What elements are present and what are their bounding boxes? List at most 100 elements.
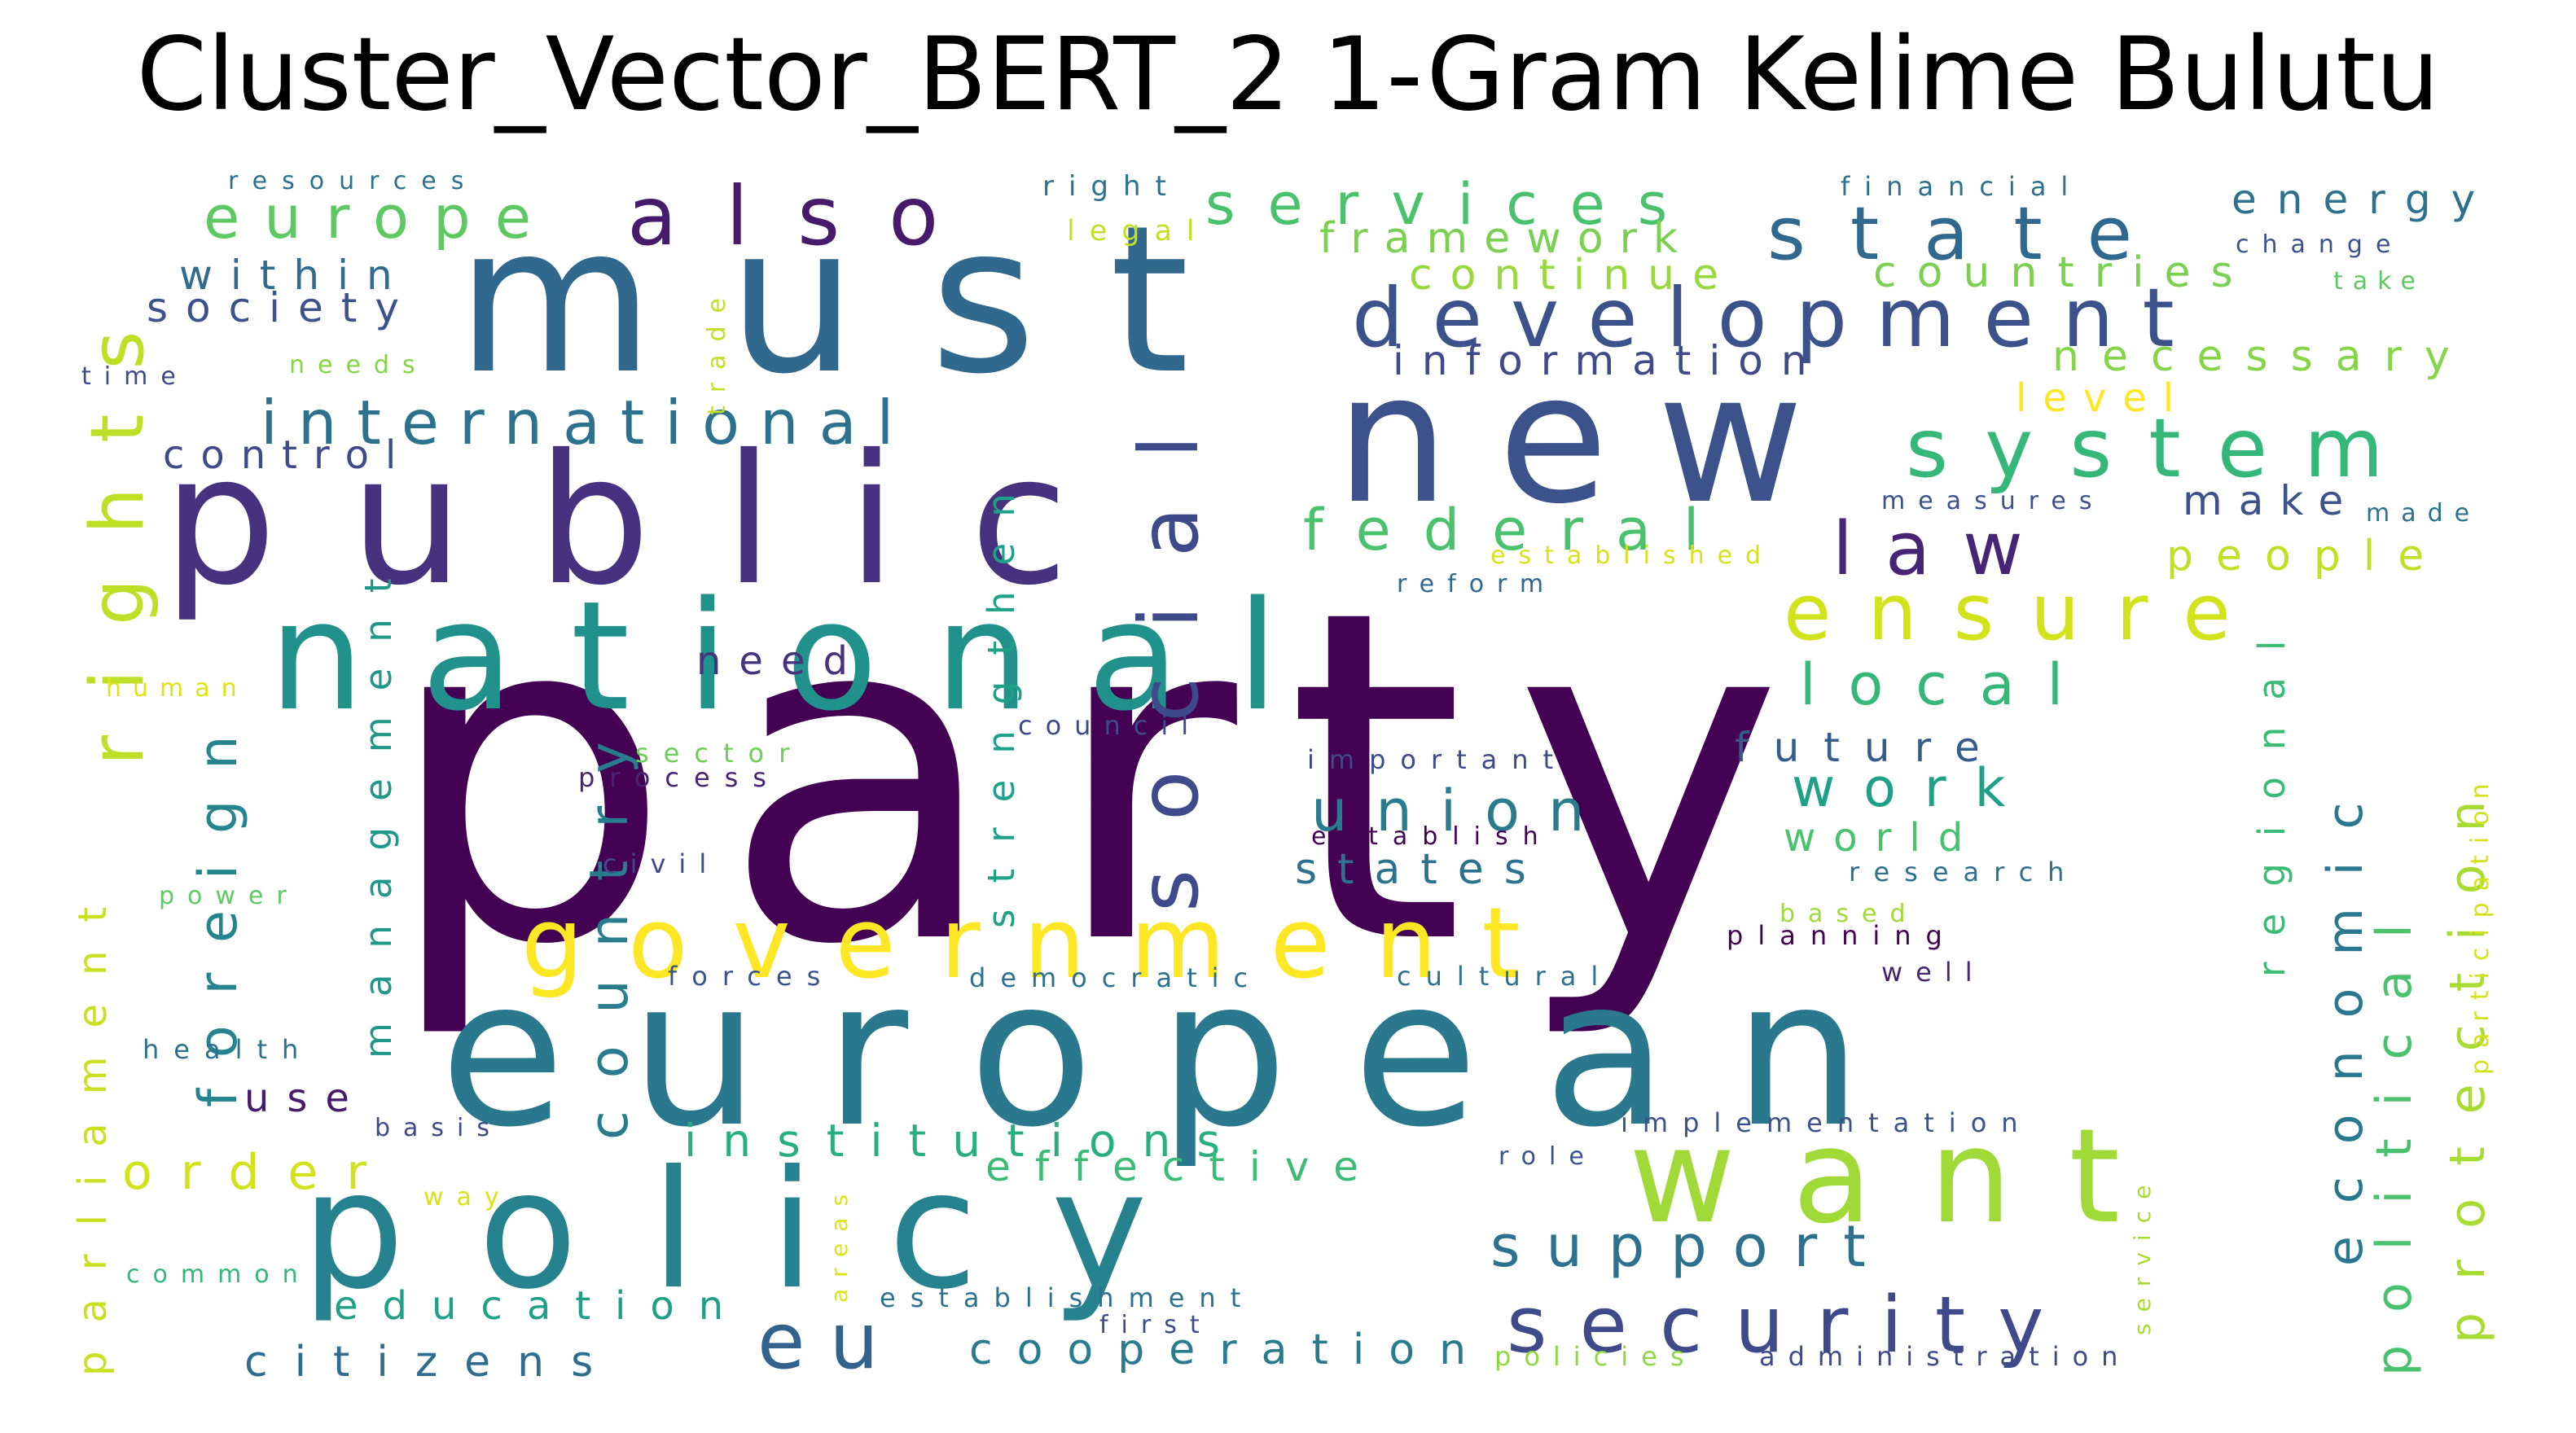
word-research: research (1849, 857, 2078, 887)
word-way: way (423, 1183, 512, 1212)
word-change: change (2236, 230, 2403, 259)
word-country: country (579, 709, 640, 1140)
word-power: power (159, 882, 300, 910)
word-society: society (147, 284, 417, 331)
word-based: based (1780, 900, 1919, 928)
word-role: role (1499, 1142, 1597, 1171)
word-human: human (106, 674, 248, 703)
word-government: government (521, 887, 1565, 1001)
word-support: support (1490, 1213, 1892, 1280)
word-level: level (2016, 375, 2190, 421)
word-europe: europe (204, 183, 555, 252)
word-management: management (357, 553, 400, 1058)
word-cultural: cultural (1397, 961, 1613, 992)
word-foreign: foreign (188, 705, 249, 1107)
word-time: time (81, 362, 189, 391)
word-law: law (1832, 506, 2056, 592)
word-first: first (1099, 1311, 1213, 1339)
word-citizens: citizens (244, 1338, 620, 1387)
word-policy: policy (301, 1136, 1221, 1326)
word-common: common (126, 1260, 311, 1289)
word-national: national (269, 568, 1336, 744)
word-ensure: ensure (1784, 568, 2267, 658)
word-planning: planning (1727, 920, 1957, 951)
word-protection: protection (2439, 768, 2496, 1343)
word-financial: financial (1841, 171, 2082, 202)
word-effective: effective (985, 1143, 1383, 1190)
word-development: development (1352, 270, 2203, 366)
word-security: security (1507, 1281, 2076, 1370)
word-rights: rights (75, 287, 160, 765)
word-also: also (627, 169, 987, 264)
word-political: political (2366, 892, 2423, 1376)
word-legal: legal (1067, 215, 1209, 248)
word-services: services (1205, 171, 1700, 238)
word-areas: areas (826, 1183, 853, 1303)
word-made: made (2366, 499, 2481, 528)
word-state: state (1767, 191, 2177, 277)
word-parliament: parliament (70, 879, 116, 1376)
word-civil: civil (603, 848, 719, 879)
word-must: must (456, 182, 1262, 419)
word-necessary: necessary (2052, 332, 2473, 381)
word-health: health (143, 1034, 313, 1065)
word-local: local (1800, 651, 2095, 718)
word-needs: needs (289, 351, 428, 379)
word-union: union (1311, 778, 1613, 844)
word-resources: resources (228, 167, 478, 195)
word-work: work (1792, 758, 2034, 819)
word-energy: energy (2232, 176, 2495, 223)
word-reform: reform (1397, 570, 1556, 598)
word-right: right (1042, 170, 1181, 203)
word-system: system (1906, 401, 2420, 496)
word-important: important (1307, 744, 1568, 775)
word-education: education (334, 1283, 748, 1329)
word-world: world (1784, 815, 1981, 861)
word-sector: sector (635, 738, 804, 769)
word-need: need (696, 638, 866, 684)
word-new: new (1336, 335, 1853, 543)
word-order: order (122, 1144, 395, 1201)
word-eu: eu (757, 1297, 903, 1387)
word-make: make (2183, 477, 2359, 524)
word-well: well (1881, 957, 1986, 988)
word-council: council (1018, 710, 1201, 741)
word-future: future (1735, 724, 2004, 771)
word-people: people (2166, 532, 2447, 581)
word-establishment: establishment (880, 1282, 1255, 1313)
word-establish: establish (1311, 822, 1553, 851)
word-basis: basis (375, 1114, 502, 1142)
word-control: control (163, 432, 412, 478)
word-established: established (1490, 541, 1774, 570)
word-service: service (2129, 1174, 2156, 1335)
word-implementation: implementation (1621, 1107, 2033, 1138)
word-institutions: institutions (684, 1115, 1246, 1167)
word-continue: continue (1409, 251, 1736, 300)
word-states: states (1295, 845, 1547, 894)
word-measures: measures (1881, 487, 2104, 515)
word-economic: economic (2317, 770, 2374, 1266)
word-democratic: democratic (969, 962, 1262, 993)
word-regional: regional (2250, 614, 2293, 977)
word-federal: federal (1303, 497, 1731, 563)
word-want: want (1629, 1100, 2177, 1252)
word-countries: countries (1873, 248, 2253, 297)
word-public: public (163, 416, 1142, 624)
word-forces: forces (668, 961, 835, 992)
word-administration: administration (1759, 1341, 2131, 1372)
word-strengthen: strengthen (980, 467, 1023, 928)
word-international: international (261, 387, 914, 458)
word-social: social (1121, 387, 1217, 912)
word-process: process (578, 762, 781, 793)
word-use: use (244, 1076, 367, 1121)
word-party: party (383, 514, 1832, 1045)
word-framework: framework (1319, 214, 1694, 263)
word-participation: participation (2466, 772, 2495, 1075)
word-policies: policies (1494, 1341, 1697, 1372)
word-information: information (1393, 337, 1825, 384)
word-cooperation: cooperation (969, 1326, 1490, 1374)
word-european: european (440, 935, 1928, 1172)
page-title: Cluster_Vector_BERT_2 1-Gram Kelime Bulu… (136, 16, 2440, 134)
